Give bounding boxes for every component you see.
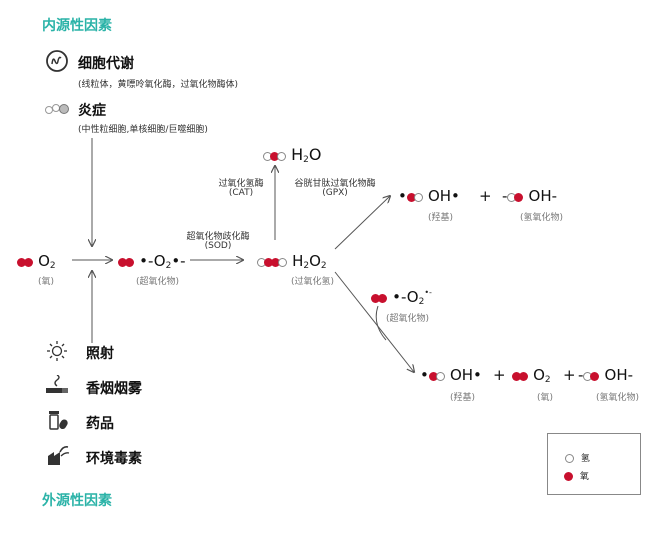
molecule-label: (氧): [537, 393, 554, 403]
molecule-hydroxide-bottom: - OH-: [578, 366, 634, 385]
external-factors-title: 外源性因素: [42, 493, 112, 509]
internal-factor-title: 炎症: [78, 103, 106, 119]
oxygen-atom-icon: [564, 472, 573, 481]
molecule-superoxide-mid: •-O2•-: [371, 287, 432, 307]
enzyme-sod-name: 超氧化物歧化酶: [186, 232, 250, 242]
molecule-label: (氢氧化物): [596, 393, 640, 403]
enzyme-cat-name: 过氧化氢酶: [218, 179, 264, 189]
mitochondria-icon: [46, 50, 68, 76]
legend-item-oxygen: 氧: [564, 469, 589, 482]
hydroxide-icon: [583, 366, 600, 385]
molecule-h2o: H2O: [263, 145, 321, 165]
molecule-label: (羟基): [450, 393, 476, 403]
factory-icon: [46, 444, 70, 470]
water-icon: [263, 146, 286, 165]
internal-factors-title: 内源性因素: [42, 18, 112, 34]
molecule-label: (超氧化物): [136, 277, 180, 287]
molecule-label: (氢氧化物): [520, 213, 564, 223]
hydroxide-icon: [507, 187, 524, 206]
external-factor-label: 香烟烟雾: [86, 381, 142, 397]
internal-factor-desc: (线粒体，黄嘌呤氧化酶，过氧化物酶体): [78, 80, 239, 90]
enzyme-gpx-name: 谷胱甘肽过氧化物酶: [294, 179, 376, 189]
immune-cells-icon: [44, 101, 70, 120]
external-factor-label: 药品: [86, 416, 114, 432]
molecule-hydroxyl-radical: • OH•: [398, 187, 460, 206]
arrow-gpx: [334, 196, 390, 250]
external-factor-label: 照射: [86, 346, 114, 362]
enzyme-cat-abbr: (CAT): [228, 188, 254, 198]
oxygen-pair-icon: [17, 252, 33, 271]
internal-factor-desc: (中性粒细胞,单核细胞/巨噬细胞): [78, 125, 208, 135]
sun-icon: [46, 340, 68, 366]
internal-factor-title: 细胞代谢: [78, 56, 134, 72]
plus-sign: +: [563, 366, 576, 384]
oxygen-pair-icon: [371, 288, 387, 307]
external-factor-label: 环境毒素: [86, 451, 142, 467]
hydrogen-atom-icon: [565, 454, 574, 463]
enzyme-gpx-abbr: (GPX): [322, 188, 348, 198]
molecule-label: (氧): [38, 277, 55, 287]
molecule-o2-bottom: O2: [512, 365, 551, 385]
arrow-superoxide-join: [375, 305, 387, 341]
molecule-hydroxyl-radical: • OH•: [420, 366, 482, 385]
hydrogen-peroxide-icon: [257, 252, 287, 271]
legend: 氢 氧: [547, 433, 641, 495]
molecule-label: (过氧化氢): [291, 277, 335, 287]
arrow-fenton: [334, 271, 414, 372]
oxygen-pair-icon: [512, 366, 528, 385]
molecule-label: (羟基): [428, 213, 454, 223]
hydroxyl-icon: [406, 187, 423, 206]
plus-sign: +: [493, 366, 506, 384]
molecule-label: (超氧化物): [386, 314, 430, 324]
hydroxyl-icon: [428, 366, 445, 385]
legend-item-hydrogen: 氢: [565, 451, 590, 464]
molecule-superoxide: •-O2•-: [118, 251, 186, 271]
molecule-hydroxide: - OH-: [502, 187, 558, 206]
medicine-icon: [47, 409, 69, 435]
molecule-o2: O2: [17, 251, 56, 271]
cigarette-icon: [45, 374, 71, 399]
plus-sign: +: [479, 187, 492, 205]
enzyme-sod-abbr: (SOD): [204, 241, 232, 251]
oxygen-pair-icon: [118, 252, 134, 271]
molecule-h2o2: H2O2: [257, 251, 327, 271]
